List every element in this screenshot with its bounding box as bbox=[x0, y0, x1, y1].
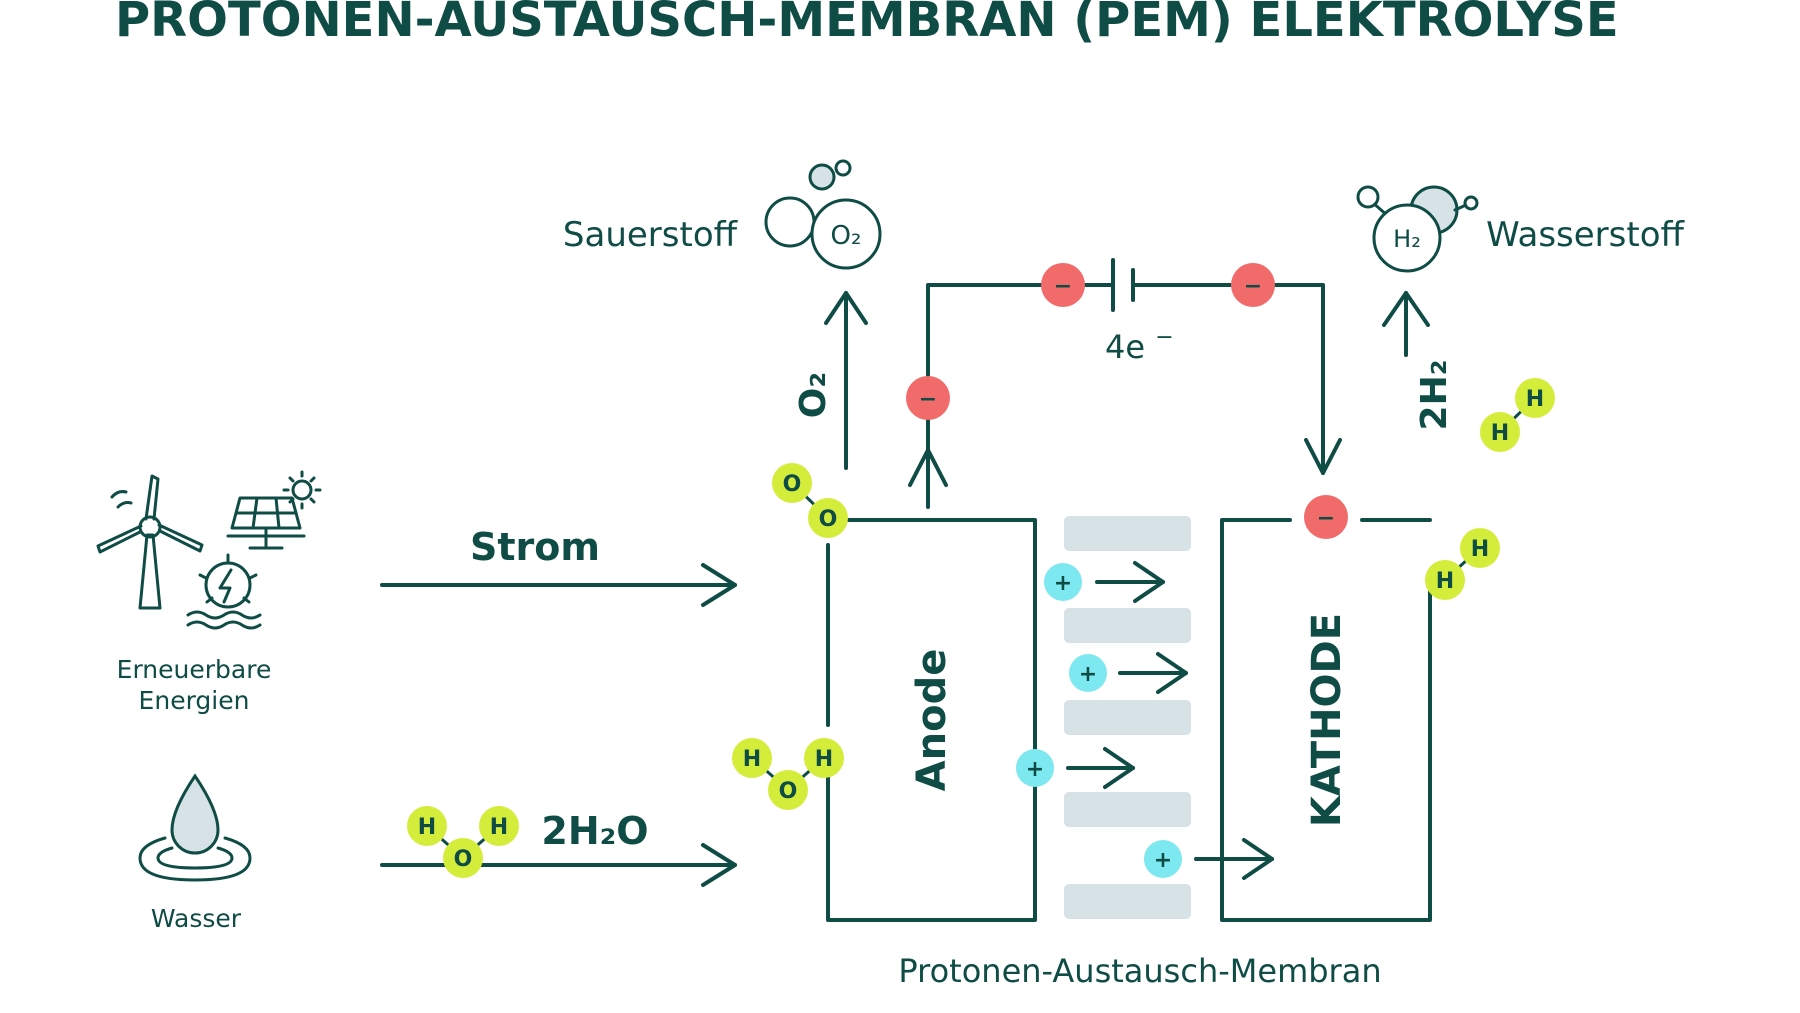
electron-3: − bbox=[906, 376, 950, 420]
cathode-label: KATHODE bbox=[1304, 613, 1350, 827]
hydrogen-molecule-cathode: H H bbox=[1425, 528, 1500, 600]
proton-symbol: + bbox=[1079, 662, 1097, 687]
atom-o: O bbox=[454, 847, 473, 872]
sun-icon bbox=[282, 470, 322, 510]
proton-flow-3: + bbox=[1016, 747, 1135, 789]
water-drop-icon bbox=[138, 773, 252, 882]
electron-symbol: − bbox=[919, 387, 937, 412]
oxygen-formula-label: O₂ bbox=[793, 372, 834, 418]
hydrogen-output-arrow bbox=[1382, 291, 1430, 357]
proton-flow-2: + bbox=[1069, 652, 1188, 694]
renewable-energy-label-line2: Energien bbox=[139, 686, 250, 715]
electron-symbol: − bbox=[1317, 506, 1335, 531]
anode-chamber bbox=[826, 518, 1037, 922]
atom-h: H bbox=[1471, 537, 1489, 562]
electron-1: − bbox=[1041, 263, 1085, 307]
renewable-energy-icon bbox=[96, 470, 322, 630]
electron-4: − bbox=[1304, 495, 1348, 539]
atom-h: H bbox=[1436, 569, 1454, 594]
hydrogen-label: Wasserstoff bbox=[1486, 215, 1685, 255]
external-circuit bbox=[908, 258, 1342, 509]
electrons-label: 4e − bbox=[1105, 325, 1174, 366]
page-title: PROTONEN-AUSTAUSCH-MEMBRAN (PEM) ELEKTRO… bbox=[115, 0, 1619, 48]
h2-molecule-label: H₂ bbox=[1393, 225, 1421, 253]
proton-symbol: + bbox=[1154, 848, 1172, 873]
atom-h: H bbox=[815, 747, 833, 772]
water-molecule-input: H H O bbox=[407, 806, 519, 878]
atom-o: O bbox=[783, 472, 802, 497]
water-formula-label: 2H₂O bbox=[541, 809, 648, 853]
atom-h: H bbox=[418, 815, 436, 840]
cathode-chamber bbox=[1220, 518, 1432, 922]
oxygen-output-arrow bbox=[824, 291, 868, 470]
water-label: Wasser bbox=[151, 904, 242, 933]
hydro-power-icon bbox=[186, 553, 262, 630]
atom-h: H bbox=[743, 747, 761, 772]
atom-h: H bbox=[1491, 421, 1509, 446]
proton-symbol: + bbox=[1026, 757, 1044, 782]
current-label: Strom bbox=[470, 525, 600, 569]
atom-o: O bbox=[779, 779, 798, 804]
o2-molecule-label: O₂ bbox=[831, 221, 862, 251]
electrons-count: 4e bbox=[1105, 328, 1145, 366]
hydrogen-molecule-output: H H bbox=[1480, 378, 1555, 452]
membrane-label: Protonen-Austausch-Membran bbox=[898, 952, 1381, 990]
water-molecule-anode: H H O bbox=[732, 738, 844, 810]
water-input-arrow bbox=[380, 843, 737, 887]
atom-o: O bbox=[819, 507, 838, 532]
current-arrow bbox=[380, 563, 737, 607]
oxygen-molecule-anode: O O bbox=[772, 463, 848, 538]
oxygen-label: Sauerstoff bbox=[563, 215, 739, 255]
anode-label: Anode bbox=[909, 649, 955, 792]
hydrogen-bubbles-icon: H₂ bbox=[1356, 185, 1479, 273]
renewable-energy-label-line1: Erneuerbare bbox=[117, 655, 272, 684]
wind-turbine-icon bbox=[96, 474, 204, 610]
electron-symbol: − bbox=[1244, 274, 1262, 299]
electron-2: − bbox=[1231, 263, 1275, 307]
solar-panel-icon bbox=[226, 496, 306, 550]
atom-h: H bbox=[1526, 387, 1544, 412]
electron-symbol: − bbox=[1054, 274, 1072, 299]
atom-h: H bbox=[490, 815, 508, 840]
electrons-superscript: − bbox=[1155, 325, 1173, 350]
proton-flow-1: + bbox=[1044, 561, 1165, 603]
hydrogen-formula-label: 2H₂ bbox=[1414, 360, 1455, 431]
proton-exchange-membrane bbox=[1064, 516, 1191, 919]
oxygen-bubbles-icon: O₂ bbox=[764, 159, 882, 270]
proton-flow-4: + bbox=[1144, 838, 1274, 880]
proton-symbol: + bbox=[1054, 571, 1072, 596]
